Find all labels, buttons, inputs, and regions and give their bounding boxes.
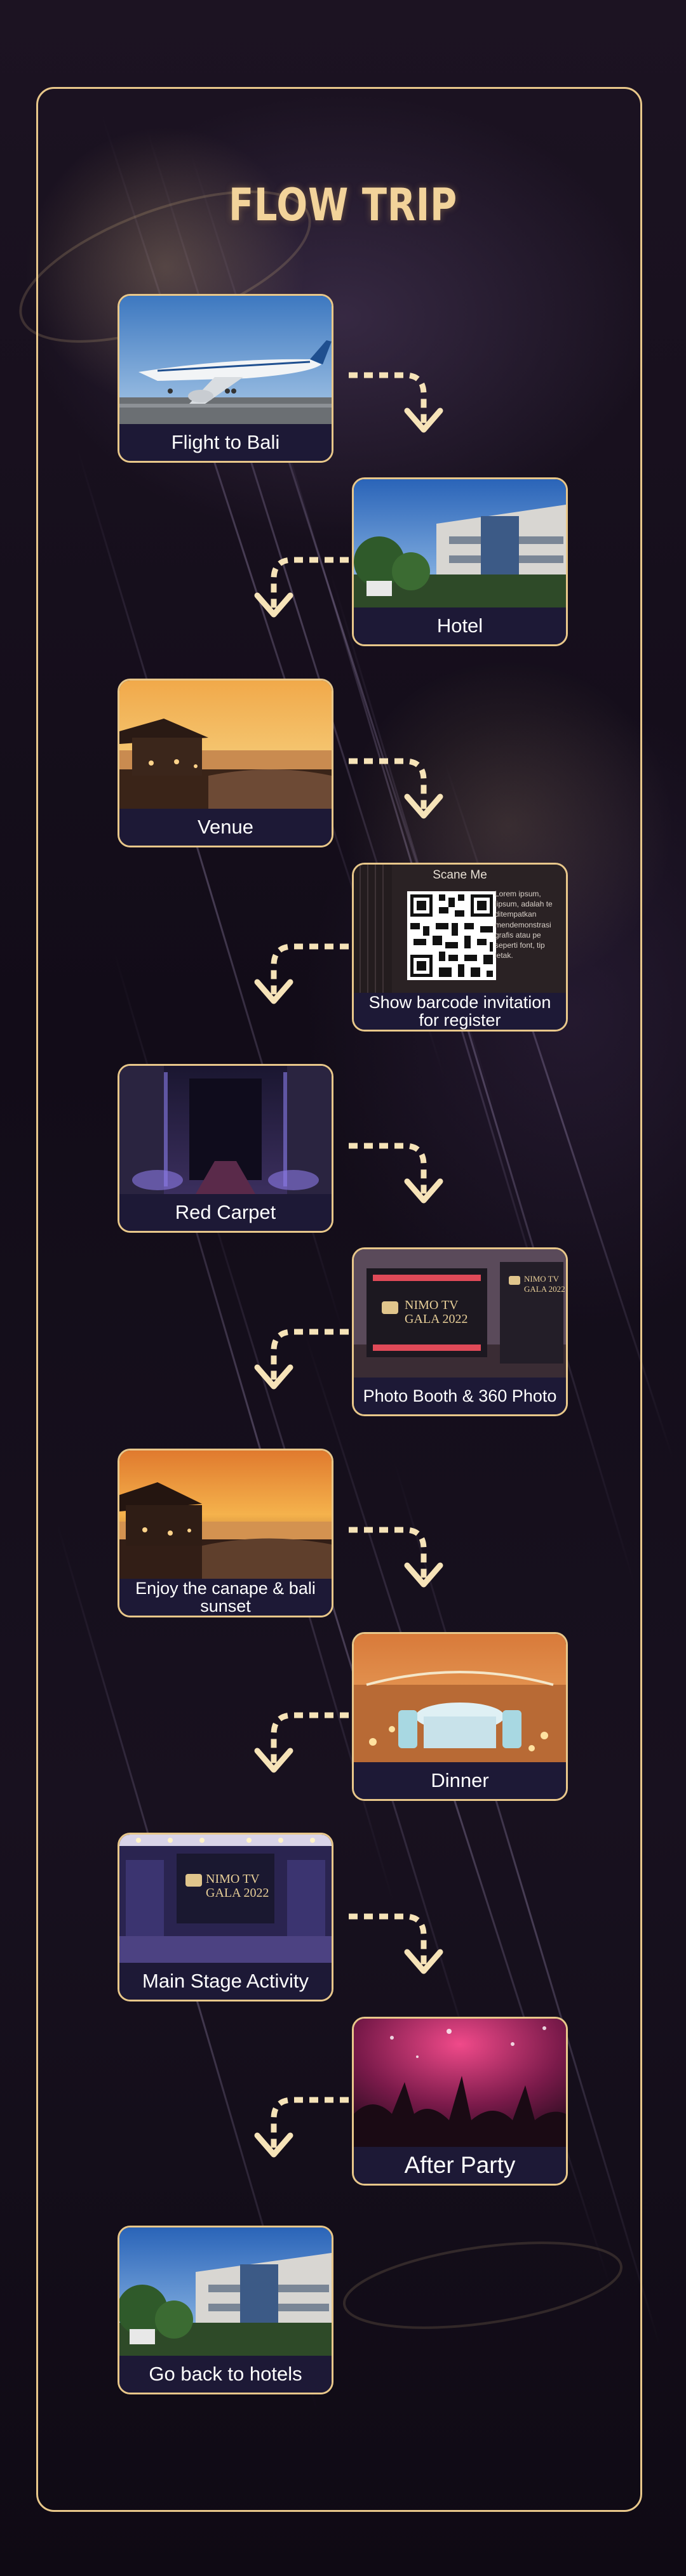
hotel-photo — [354, 479, 566, 607]
arrow-left-down-icon — [254, 1329, 349, 1390]
hotel-photo — [119, 2227, 332, 2356]
event-sign-line1: NIMO TV — [524, 1274, 560, 1284]
event-sign-line1: NIMO TV — [405, 1298, 459, 1312]
event-sign-line2: GALA 2022 — [524, 1284, 565, 1294]
step-card-flight[interactable]: Flight to Bali — [118, 294, 333, 463]
step-label: Enjoy the canape & bali sunset — [119, 1579, 332, 1616]
step-label: Photo Booth & 360 Photo — [354, 1378, 566, 1414]
event-sign-line1: NIMO TV — [206, 1872, 260, 1886]
bali-sunset-photo — [119, 1451, 332, 1579]
step-label: Dinner — [354, 1762, 566, 1799]
step-card-photo-booth[interactable]: NIMO TV GALA 2022 NIMO TV GALA 2022 Phot… — [352, 1247, 568, 1416]
arrow-right-down-icon — [349, 1527, 443, 1588]
after-party-photo — [354, 2019, 566, 2147]
step-label: Main Stage Activity — [119, 1963, 332, 2000]
airplane-photo — [119, 296, 332, 424]
dinner-setup-photo — [354, 1634, 566, 1762]
step-card-after-party[interactable]: After Party — [352, 2017, 568, 2186]
red-carpet-hall-photo — [119, 1066, 332, 1194]
step-card-hotel[interactable]: Hotel — [352, 477, 568, 646]
arrow-right-down-icon — [349, 372, 443, 433]
step-label: Red Carpet — [119, 1194, 332, 1231]
arrow-right-down-icon — [349, 1913, 443, 1974]
qr-heading: Scane Me — [433, 868, 487, 882]
photo-booth-photo: NIMO TV GALA 2022 NIMO TV GALA 2022 — [354, 1249, 566, 1378]
step-card-red-carpet[interactable]: Red Carpet — [118, 1064, 333, 1233]
venue-sunset-photo — [119, 681, 332, 809]
arrow-left-down-icon — [254, 557, 349, 618]
gold-border-frame — [36, 87, 642, 2512]
step-label: Flight to Bali — [119, 424, 332, 461]
step-label: Hotel — [354, 607, 566, 644]
step-label: After Party — [354, 2147, 566, 2184]
arrow-left-down-icon — [254, 2097, 349, 2158]
step-card-venue[interactable]: Venue — [118, 679, 333, 847]
step-label: Show barcode invitation for register — [354, 993, 566, 1030]
step-label: Venue — [119, 809, 332, 846]
qr-side-text: Lorem ipsum, lipsum, adalah te ditempatk… — [495, 889, 553, 960]
step-card-main-stage[interactable]: NIMO TV GALA 2022 Main Stage Activity — [118, 1833, 333, 2002]
arrow-left-down-icon — [254, 1712, 349, 1773]
event-sign-line2: GALA 2022 — [206, 1886, 269, 1900]
arrow-right-down-icon — [349, 1143, 443, 1204]
step-label: Go back to hotels — [119, 2356, 332, 2393]
main-stage-photo: NIMO TV GALA 2022 — [119, 1835, 332, 1963]
page-title: FLOW TRIP — [228, 179, 457, 231]
qr-code-invitation: Scane Me — [354, 865, 566, 993]
arrow-left-down-icon — [254, 943, 349, 1004]
step-card-go-back-hotel[interactable]: Go back to hotels — [118, 2226, 333, 2394]
arrow-right-down-icon — [349, 758, 443, 819]
event-sign-line2: GALA 2022 — [405, 1312, 468, 1326]
step-card-dinner[interactable]: Dinner — [352, 1632, 568, 1801]
step-card-barcode[interactable]: Scane Me — [352, 863, 568, 1032]
qr-code-icon — [407, 891, 496, 980]
step-card-sunset[interactable]: Enjoy the canape & bali sunset — [118, 1449, 333, 1617]
